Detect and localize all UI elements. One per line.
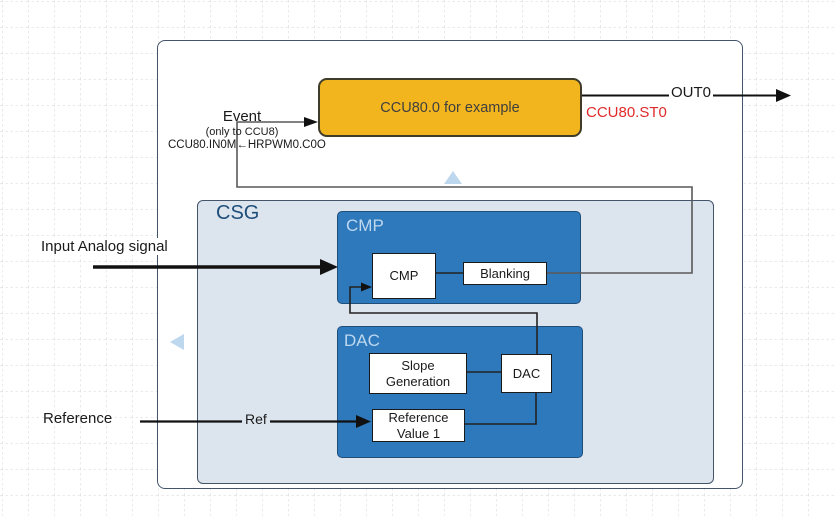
ref-pin-label: Ref: [242, 411, 270, 427]
dac-block-label: DAC: [512, 365, 541, 381]
input-analog-signal-label: Input Analog signal: [39, 238, 170, 255]
cmp-block[interactable]: CMP: [372, 253, 436, 299]
dac-block[interactable]: DAC: [501, 354, 552, 393]
reference-label: Reference: [43, 410, 113, 427]
slope-generation-line1: Slope: [401, 357, 435, 373]
cmp-block-label: CMP: [389, 268, 419, 284]
event-label: Event: [222, 108, 262, 125]
event-signal-mapping-label: CCU80.IN0M←HRPWM0.C0O: [168, 139, 326, 151]
slope-generation-line2: Generation: [385, 373, 451, 389]
blanking-block[interactable]: Blanking: [463, 262, 547, 285]
cmp-group-label: CMP: [346, 216, 384, 235]
out0-label: OUT0: [669, 84, 714, 101]
event-sublabel-only-ccu8: (only to CCU8): [205, 126, 279, 138]
csg-container-label: CSG: [216, 202, 260, 224]
blanking-block-label: Blanking: [480, 265, 530, 281]
slope-generation-block[interactable]: Slope Generation: [369, 353, 467, 394]
reference-value-line1: Reference: [388, 409, 449, 425]
reference-value-block[interactable]: Reference Value 1: [372, 409, 465, 442]
dac-group-label: DAC: [344, 331, 380, 350]
ccu80-block[interactable]: CCU80.0 for example: [318, 78, 582, 137]
ccu80-block-label: CCU80.0 for example: [380, 99, 520, 116]
reference-value-line2: Value 1: [396, 425, 441, 441]
ccu80-st0-label: CCU80.ST0: [586, 104, 667, 121]
